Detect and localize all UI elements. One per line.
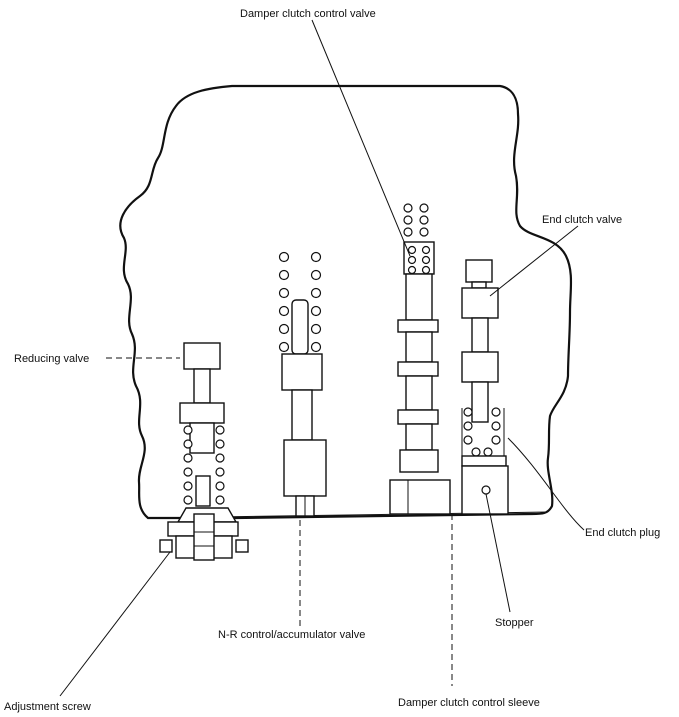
adjustment-screw-assembly [159, 507, 249, 561]
reducing-valve-lower-stem [195, 475, 211, 507]
nr-valve-upper-spring [278, 251, 322, 353]
leader-adjustment-screw [59, 551, 171, 697]
damper-clutch-control-sleeve [389, 479, 451, 515]
label-stopper: Stopper [495, 617, 534, 629]
reducing-valve-land [179, 402, 225, 424]
nr-control-accumulator-valve-assembly [278, 251, 327, 517]
end-clutch-valve-assembly [461, 259, 509, 515]
label-end-clutch-valve: End clutch valve [542, 214, 622, 226]
reducing-valve-spring [183, 425, 225, 505]
nr-valve-land-lower [283, 439, 327, 497]
stopper-block [461, 465, 509, 515]
end-clutch-spring [463, 407, 501, 457]
leader-end-clutch-valve [489, 225, 579, 297]
leader-end-clutch-plug [507, 437, 585, 531]
valve-body-outline [119, 84, 573, 520]
label-damper-clutch-control-valve: Damper clutch control valve [240, 8, 376, 20]
end-clutch-valve-land [461, 287, 499, 319]
leader-stopper [485, 493, 511, 613]
end-clutch-plug-body [461, 455, 507, 467]
reducing-valve-assembly [179, 342, 225, 507]
nr-valve-land-upper [281, 353, 323, 391]
stopper-hole [481, 485, 491, 495]
reducing-valve-plunger [189, 422, 215, 454]
reducing-valve-spool-top [183, 342, 221, 370]
leader-damper-clutch-control-valve [311, 19, 411, 257]
reducing-valve-stem [193, 368, 211, 404]
label-adjustment-screw: Adjustment screw [4, 701, 91, 713]
label-end-clutch-plug: End clutch plug [585, 527, 660, 539]
damper-clutch-control-valve-assembly [389, 203, 451, 515]
label-damper-clutch-control-sleeve: Damper clutch control sleeve [398, 697, 540, 709]
label-nr-control-accumulator-valve: N-R control/accumulator valve [218, 629, 365, 641]
label-reducing-valve: Reducing valve [14, 353, 89, 365]
damper-valve-top-spring [403, 203, 429, 237]
